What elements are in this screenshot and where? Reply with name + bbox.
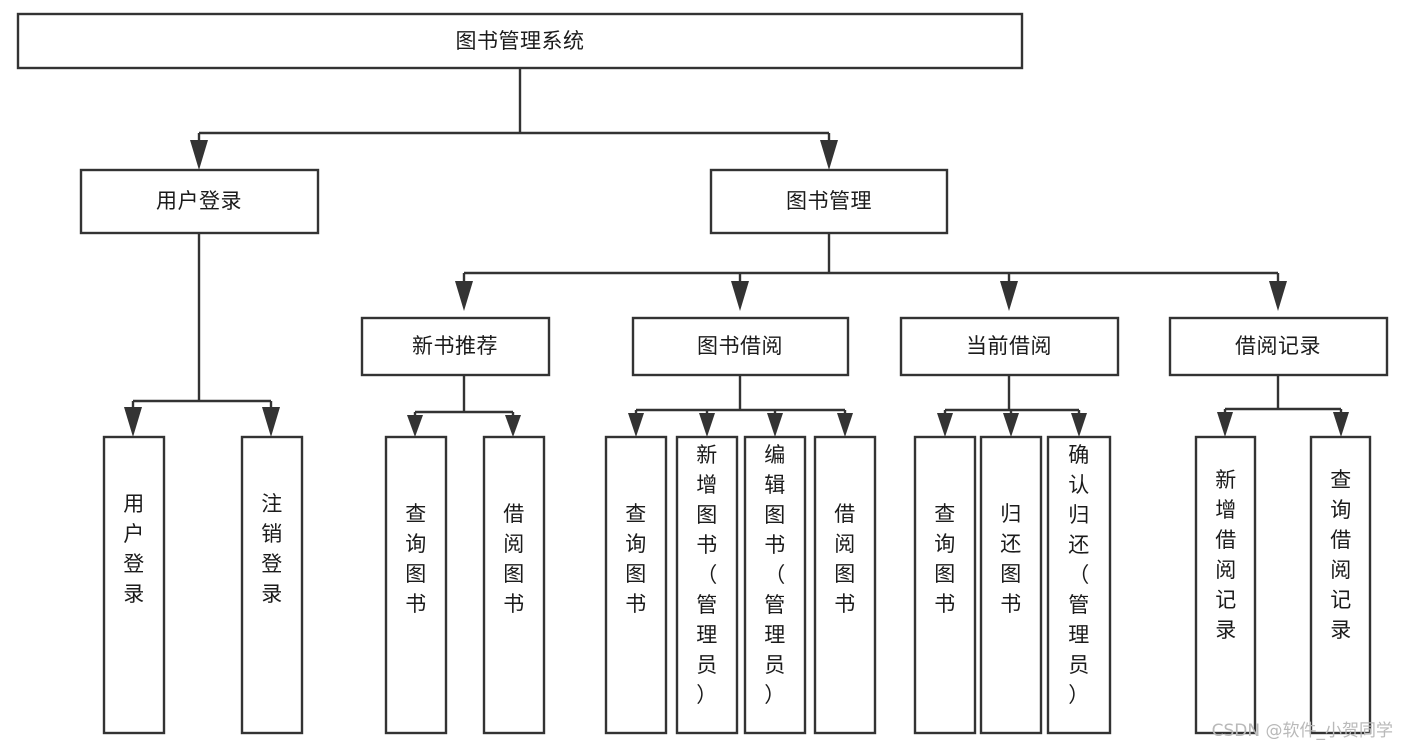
edge-group-borrow-record-to-leaves: [1217, 375, 1349, 437]
arrowhead-leaf-query-record: [1333, 412, 1349, 437]
node-borrow-record[interactable]: 借阅记录: [1168, 316, 1389, 377]
node-root-label: 图书管理系统: [456, 29, 585, 53]
node-leaf-return-book[interactable]: 归还图书: [979, 435, 1043, 735]
node-user-login-box[interactable]: [79, 168, 320, 235]
arrowhead-leaf-confirm-return: [1071, 413, 1087, 437]
node-leaf-add-record[interactable]: 新增借阅记录: [1194, 435, 1257, 735]
node-current-borrow-box[interactable]: [899, 316, 1120, 377]
node-leaf-borrow-book-1-label: 借阅图书: [503, 502, 525, 616]
edge-group-new-book-recommend-to-leaves: [407, 375, 521, 437]
node-leaf-confirm-return[interactable]: 确认归还（管理员）: [1046, 435, 1112, 735]
node-leaf-add-record-box[interactable]: [1194, 435, 1257, 735]
node-leaf-add-book[interactable]: 新增图书（管理员）: [675, 435, 739, 735]
arrowhead-leaf-borrow-book-1: [505, 415, 521, 437]
node-borrow-record-box[interactable]: [1168, 316, 1389, 377]
arrowhead-borrow-record: [1269, 281, 1287, 311]
node-new-book-recommend[interactable]: 新书推荐: [360, 316, 551, 377]
node-leaf-return-book-box[interactable]: [979, 435, 1043, 735]
arrowhead-leaf-edit-book: [767, 413, 783, 437]
node-book-management-box[interactable]: [709, 168, 949, 235]
arrowhead-leaf-add-record: [1217, 412, 1233, 437]
arrowhead-new-book-recommend: [455, 281, 473, 311]
edge-group-current-borrow-to-leaves: [937, 375, 1087, 437]
node-leaf-borrow-book-2-label: 借阅图书: [834, 502, 856, 616]
edge-group-root-to-level2: [190, 68, 838, 170]
node-root[interactable]: 图书管理系统: [16, 12, 1024, 70]
node-book-borrow-box[interactable]: [631, 316, 850, 377]
node-leaf-user-logout[interactable]: 注销登录: [240, 435, 304, 735]
node-book-management[interactable]: 图书管理: [709, 168, 949, 235]
node-leaf-query-record[interactable]: 查询借阅记录: [1309, 435, 1372, 735]
node-leaf-user-logout-label: 注销登录: [261, 492, 283, 606]
arrowhead-leaf-user-logout: [262, 407, 280, 437]
node-root-box[interactable]: [16, 12, 1024, 70]
edge-group-book-borrow-to-leaves: [628, 375, 853, 437]
node-user-login-label: 用户登录: [156, 189, 242, 213]
node-book-borrow-label: 图书借阅: [697, 334, 783, 358]
node-leaf-user-login-label: 用户登录: [123, 492, 145, 606]
arrowhead-current-borrow: [1000, 281, 1018, 311]
node-leaf-edit-book-label: 编辑图书（管理员）: [764, 443, 786, 707]
arrowhead-book-borrow: [731, 281, 749, 311]
node-leaf-add-book-label: 新增图书（管理员）: [696, 443, 718, 707]
node-leaf-query-book-2-label: 查询图书: [625, 502, 647, 616]
node-leaf-query-book-3[interactable]: 查询图书: [913, 435, 977, 735]
node-leaf-query-book-2[interactable]: 查询图书: [604, 435, 668, 735]
node-leaf-return-book-label: 归还图书: [1000, 502, 1022, 616]
node-leaf-borrow-book-1[interactable]: 借阅图书: [482, 435, 546, 735]
arrowhead-leaf-query-book-2: [628, 413, 644, 437]
node-leaf-query-book-1-box[interactable]: [384, 435, 448, 735]
node-leaf-query-book-3-box[interactable]: [913, 435, 977, 735]
node-leaf-edit-book[interactable]: 编辑图书（管理员）: [743, 435, 807, 735]
node-borrow-record-label: 借阅记录: [1235, 334, 1321, 358]
node-leaf-add-book-box[interactable]: [675, 435, 739, 735]
node-new-book-recommend-label: 新书推荐: [412, 334, 498, 358]
node-leaf-user-login-box[interactable]: [102, 435, 166, 735]
node-leaf-confirm-return-box[interactable]: [1046, 435, 1112, 735]
edge-group-user-login-to-leaves: [124, 233, 280, 437]
node-leaf-edit-book-box[interactable]: [743, 435, 807, 735]
arrowhead-book-management: [820, 140, 838, 170]
node-leaf-query-book-3-label: 查询图书: [934, 502, 956, 616]
node-leaf-add-record-label: 新增借阅记录: [1215, 468, 1237, 642]
arrowhead-leaf-return-book: [1003, 413, 1019, 437]
node-leaf-query-book-1[interactable]: 查询图书: [384, 435, 448, 735]
node-leaf-query-book-2-box[interactable]: [604, 435, 668, 735]
node-leaf-confirm-return-label: 确认归还（管理员）: [1068, 443, 1090, 707]
node-current-borrow-label: 当前借阅: [966, 334, 1052, 358]
node-leaf-user-login[interactable]: 用户登录: [102, 435, 166, 735]
arrowhead-leaf-query-book-1: [407, 415, 423, 437]
node-new-book-recommend-box[interactable]: [360, 316, 551, 377]
edge-group-book-management-to-level3: [455, 233, 1287, 311]
node-leaf-query-record-label: 查询借阅记录: [1330, 468, 1352, 642]
node-leaf-borrow-book-2[interactable]: 借阅图书: [813, 435, 877, 735]
arrowhead-leaf-add-book: [699, 413, 715, 437]
node-leaf-user-logout-box[interactable]: [240, 435, 304, 735]
arrowhead-user-login: [190, 140, 208, 170]
node-current-borrow[interactable]: 当前借阅: [899, 316, 1120, 377]
arrowhead-leaf-query-book-3: [937, 413, 953, 437]
arrowhead-leaf-borrow-book-2: [837, 413, 853, 437]
node-leaf-query-record-box[interactable]: [1309, 435, 1372, 735]
node-leaf-query-book-1-label: 查询图书: [405, 502, 427, 616]
node-user-login[interactable]: 用户登录: [79, 168, 320, 235]
arrowhead-leaf-user-login: [124, 407, 142, 437]
node-leaf-borrow-book-1-box[interactable]: [482, 435, 546, 735]
node-book-borrow[interactable]: 图书借阅: [631, 316, 850, 377]
node-leaf-borrow-book-2-box[interactable]: [813, 435, 877, 735]
node-book-management-label: 图书管理: [786, 189, 872, 213]
